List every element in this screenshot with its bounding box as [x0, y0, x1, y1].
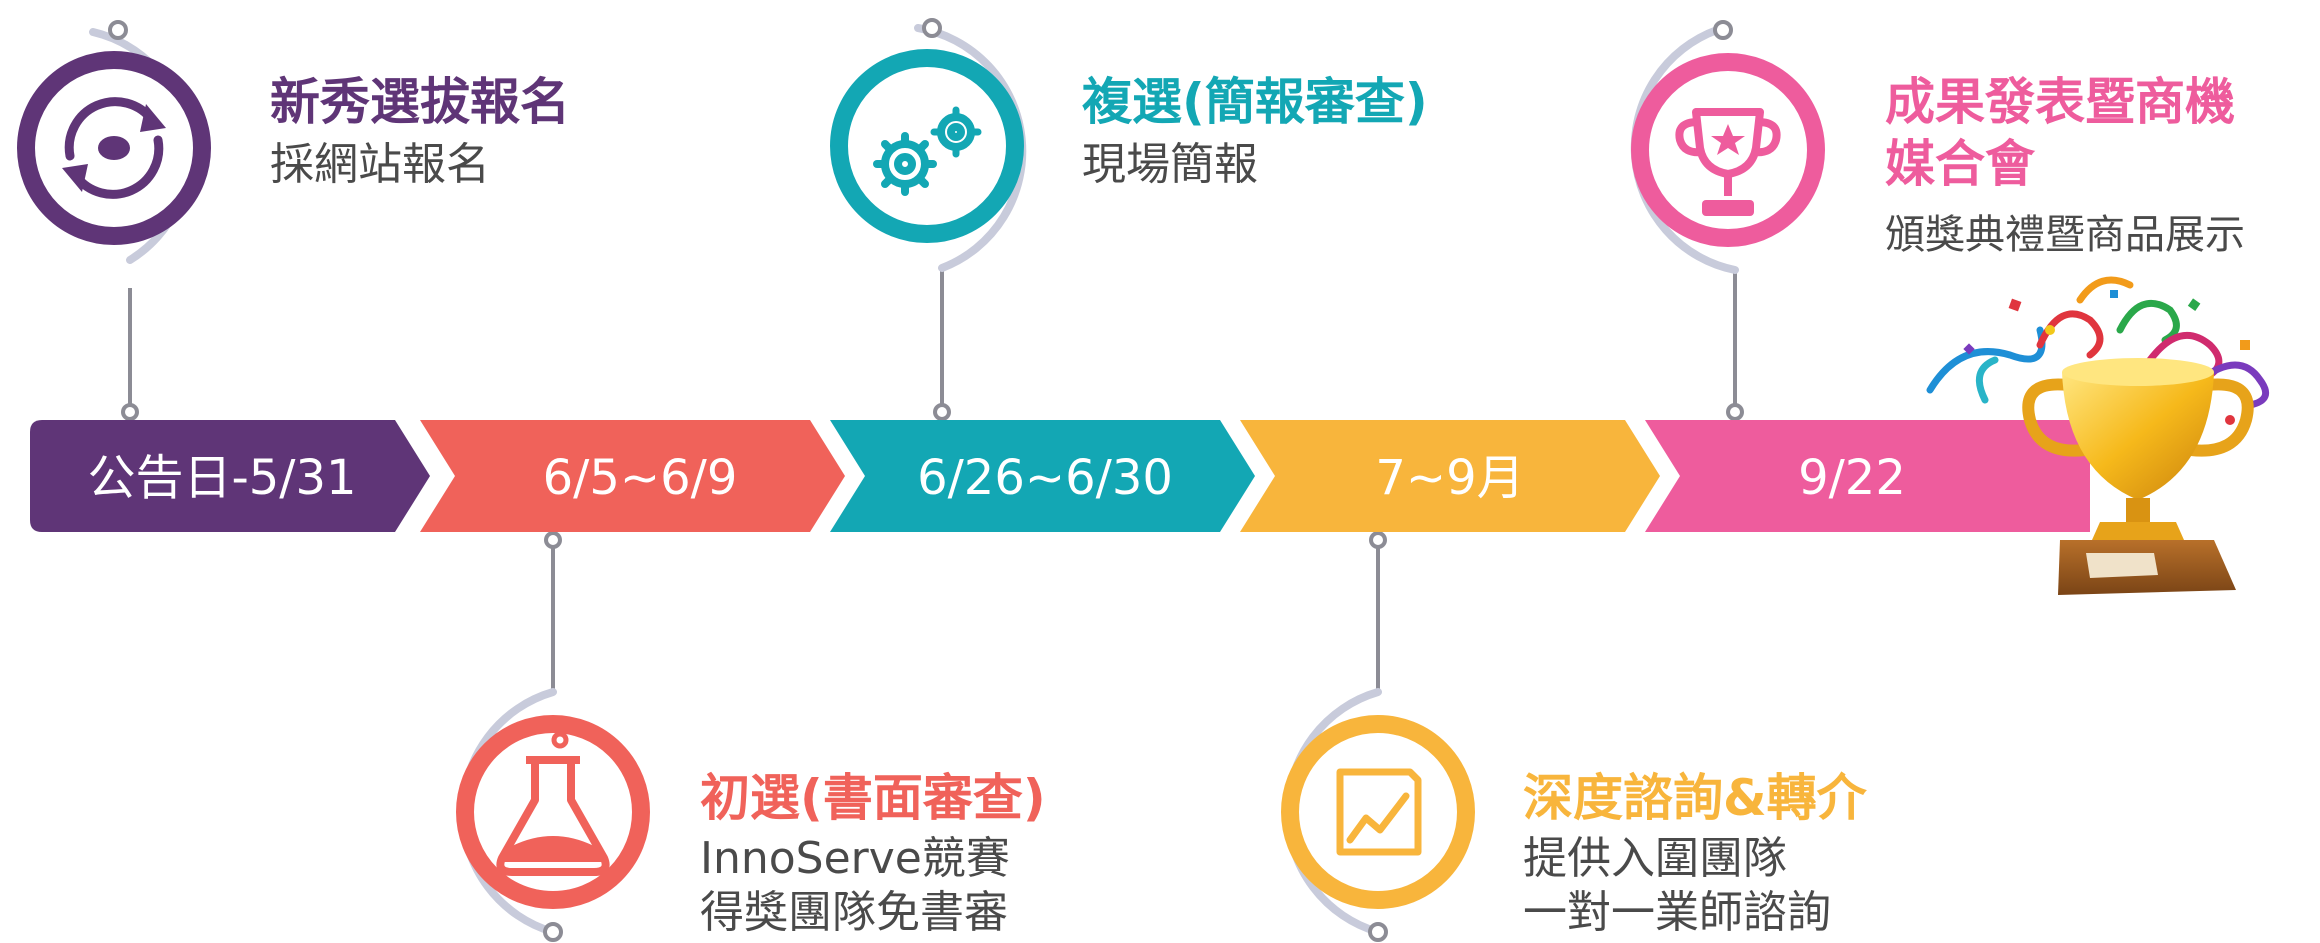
chart-line-icon	[1336, 768, 1422, 856]
timeline-chevrons	[30, 420, 2090, 532]
milestone-desc-5: 頒獎典禮暨商品展示	[1885, 212, 2245, 258]
milestone-title-3: 複選(簡報審查)	[1082, 73, 1428, 131]
connector-lines	[128, 268, 1737, 690]
milestone-desc-2a: InnoServe競賽	[700, 833, 1010, 884]
timeline-chevron-4	[1240, 420, 1660, 532]
refresh-arrows-icon	[62, 97, 166, 199]
timeline-date-4: 7~9月	[1375, 450, 1524, 506]
timeline-date-1: 公告日-5/31	[87, 450, 356, 506]
milestone-desc-3: 現場簡報	[1082, 139, 1258, 190]
connector-dots	[121, 403, 1744, 549]
milestone-desc-1: 採網站報名	[270, 139, 490, 190]
milestone-title-5b: 媒合會	[1885, 135, 2035, 193]
milestone-title-4: 深度諮詢&轉介	[1523, 769, 1867, 827]
gold-trophy-illustration	[1926, 276, 2270, 595]
gears-icon	[873, 106, 982, 196]
timeline-chevron-3	[830, 420, 1255, 532]
timeline-chevron-1	[30, 420, 430, 532]
timeline-chevron-5	[1645, 420, 2090, 532]
milestone-desc-4a: 提供入圍團隊	[1523, 833, 1787, 884]
milestone-desc-2b: 得獎團隊免書審	[700, 887, 1008, 938]
timeline-date-3: 6/26~6/30	[917, 450, 1173, 506]
milestone-circle-4	[1281, 715, 1475, 909]
arc-dots	[108, 18, 1733, 942]
milestone-title-2: 初選(書面審查)	[700, 769, 1046, 827]
milestone-title-5: 成果發表暨商機	[1885, 73, 2235, 131]
timeline-date-2: 6/5~6/9	[543, 450, 738, 506]
milestone-circle-5	[1631, 53, 1825, 247]
milestone-desc-4b: 一對一業師諮詢	[1523, 887, 1831, 938]
trophy-icon	[1675, 108, 1781, 216]
flask-icon	[496, 716, 610, 876]
milestone-title-1: 新秀選拔報名	[270, 73, 570, 131]
timeline-date-5: 9/22	[1798, 450, 1906, 506]
timeline-chevron-2	[420, 420, 845, 532]
